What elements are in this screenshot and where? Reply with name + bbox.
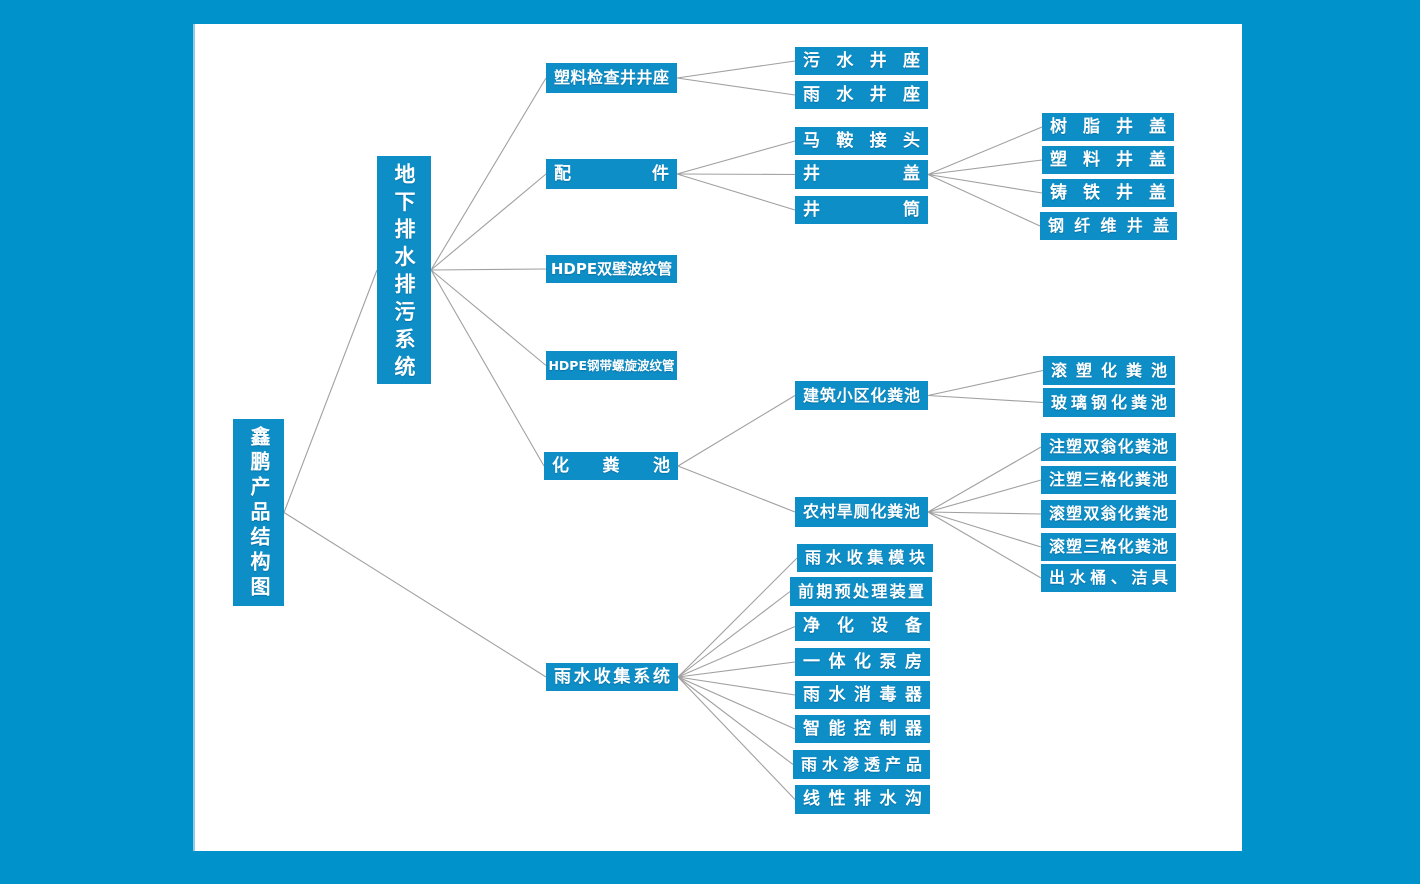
edge-sys2-ysst [677,676,794,765]
edge-nchc-zs3g [927,479,1042,513]
edge-root-sys1 [283,269,378,513]
node-xxpss: 线性排水沟 [795,785,930,814]
edge-sys2-ysxdq [677,676,796,696]
edge-sys2-ythbf [677,661,796,678]
edge-jzxq-blghfc [927,394,1044,404]
edge-jg-szjg [927,126,1043,176]
edge-nchc-gs2w [927,511,1042,515]
edge-hfc-jzxq [677,395,796,467]
edge-jcj-wsjz [676,60,796,79]
edge-sys2-yssjmk [677,557,798,678]
edge-jcj-ysjz [676,77,796,96]
node-szjg: 树脂井盖 [1042,113,1174,141]
node-gs2w: 滚塑双翁化粪池 [1041,500,1176,528]
node-qqycl: 前期预处理装置 [790,577,932,606]
node-jt: 井筒 [795,196,928,224]
node-zs3g: 注塑三格化粪池 [1041,466,1176,494]
node-nchc: 农村旱厕化粪池 [795,497,928,527]
node-jcj: 塑料检查井井座 [546,63,677,93]
node-ythbf: 一体化泵房 [795,648,930,676]
node-jzxq: 建筑小区化粪池 [795,381,928,410]
node-jhsb: 净化设备 [795,612,930,641]
edge-jg-sljg [927,159,1043,176]
edge-jzxq-gshfc [927,369,1044,397]
node-gxwjg: 钢纤维井盖 [1040,212,1177,240]
node-cst: 出水桶、洁具 [1041,564,1176,592]
node-znkzq: 智能控制器 [795,715,930,743]
node-sljg: 塑料井盖 [1042,146,1174,174]
node-ztjg: 铸铁井盖 [1042,179,1174,207]
edge-sys2-jhsb [677,625,796,678]
node-hfc: 化粪池 [544,452,678,480]
edge-jg-gxwjg [927,174,1041,227]
node-ysxdq: 雨水消毒器 [795,681,930,709]
diagram-canvas: 鑫鹏产品结构图 地下排水排污系统雨水收集系统塑料检查井井座配件 HDPE双壁波纹管 H… [193,24,1242,851]
edge-jg-ztjg [927,173,1043,194]
edge-sys2-znkzq [677,676,796,730]
edge-pj-jg [676,173,796,176]
edge-pj-majt [676,140,796,175]
edge-sys2-qqycl [677,591,791,678]
edge-sys1-jcj [430,77,547,271]
node-gshfc: 滚塑化粪池 [1043,356,1175,385]
node-majt: 马鞍接头 [795,127,928,155]
edge-sys1-pj [430,173,547,271]
node-jg: 井盖 [795,160,928,189]
node-sys2: 雨水收集系统 [546,663,678,691]
node-yssjmk: 雨水收集模块 [797,544,933,572]
edge-nchc-zs2w [927,446,1042,513]
edge-nchc-cst [927,511,1042,579]
node-hdpe1: HDPE双壁波纹管 [546,255,677,283]
edge-hfc-nchc [677,465,796,513]
node-hdpe2: HDPE钢带螺旋波纹管 [546,351,677,380]
edge-root-sys2 [283,512,547,678]
node-wsjz: 污水井座 [795,47,928,75]
node-ysst: 雨水渗透产品 [793,750,930,779]
node-blghfc: 玻璃钢化粪池 [1043,388,1175,417]
node-pj: 配件 [546,159,677,189]
node-ysjz: 雨水井座 [795,81,928,109]
node-sys1: 地下排水排污系统 [377,156,431,384]
node-gs3g: 滚塑三格化粪池 [1041,533,1176,561]
edge-sys1-hdpe1 [430,268,547,271]
edge-pj-jt [676,173,796,211]
edge-sys1-hdpe2 [430,269,547,366]
edge-sys1-hfc [430,269,545,467]
node-zs2w: 注塑双翁化粪池 [1041,433,1176,461]
edge-nchc-gs3g [927,511,1042,548]
edge-sys2-xxpss [677,676,796,800]
node-root: 鑫鹏产品结构图 [233,419,284,606]
